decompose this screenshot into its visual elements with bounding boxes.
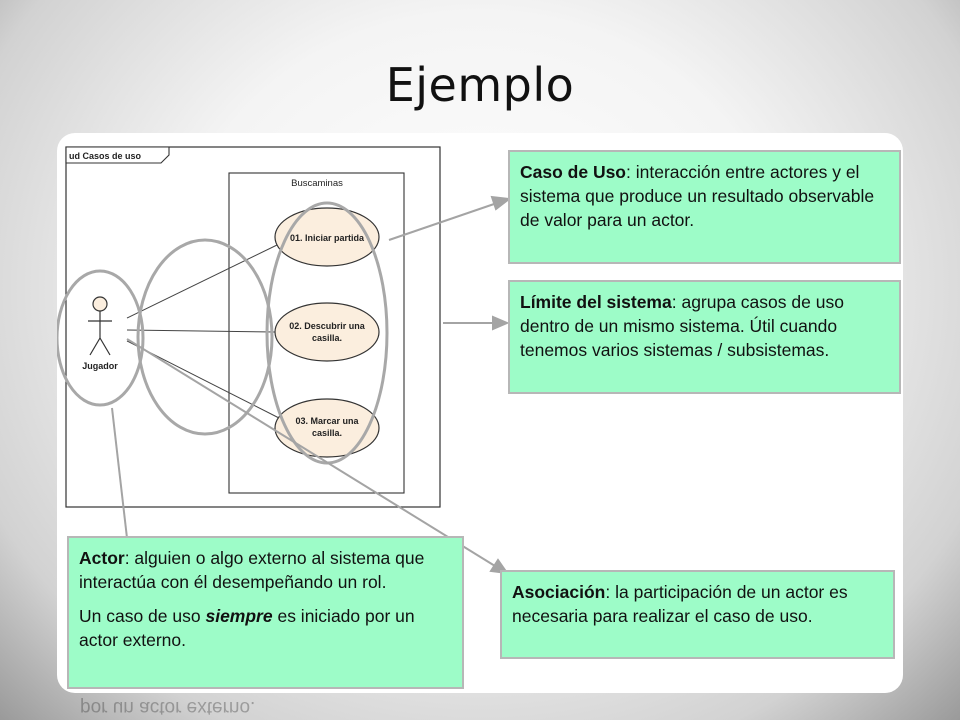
note-limite-term: Límite del sistema [520,292,672,312]
actor-name: Jugador [82,361,118,371]
note-asociacion: Asociación: la participación de un actor… [500,570,895,659]
note-actor-p2-after: es iniciado por un actor externo. [79,606,415,650]
use-case-3-label-2: casilla. [312,428,342,438]
note-limite-text: : agrupa casos de uso dentro de un mismo… [520,292,844,360]
frame-tab [65,146,170,164]
use-case-2-label-1: 02. Descubrir una [289,321,366,331]
note-actor-text: : alguien o algo externo al sistema que … [79,548,425,592]
use-case-2 [274,302,380,362]
actor-icon [88,296,112,356]
slide-title: Ejemplo [385,58,575,112]
system-name: Buscaminas [291,178,343,189]
use-case-3-label-1: 03. Marcar una [295,416,359,426]
note-caso-de-uso-text: : interacción entre actores y el sistema… [520,162,875,230]
use-case-1 [274,207,380,267]
uml-diagram-image: ud Casos de uso Buscaminas 01. Iniciar p… [57,133,903,693]
use-case-2-label-2: casilla. [312,333,342,343]
use-case-3 [274,398,380,458]
use-case-diagram: ud Casos de uso Buscaminas 01. Iniciar p… [57,146,512,575]
note-actor-term: Actor [79,548,125,568]
note-limite-sistema: Límite del sistema: agrupa casos de uso … [508,280,901,394]
note-asociacion-text: : la participación de un actor es necesa… [512,582,848,626]
note-actor-p2-before: Un caso de uso [79,606,206,626]
note-actor-p2-emph: siempre [205,606,273,626]
note-asociacion-term: Asociación [512,582,606,602]
use-case-1-label: 01. Iniciar partida [290,233,365,243]
note-caso-de-uso: Caso de Uso: interacción entre actores y… [508,150,901,264]
note-caso-de-uso-term: Caso de Uso [520,162,626,182]
reflection-text: por un actor externo. [80,697,256,718]
note-actor: Actor: alguien o algo externo al sistema… [67,536,464,689]
image-reflection: por un actor externo. [60,694,460,720]
callout-arrows [111,195,512,575]
frame-label: ud Casos de uso [69,151,142,161]
